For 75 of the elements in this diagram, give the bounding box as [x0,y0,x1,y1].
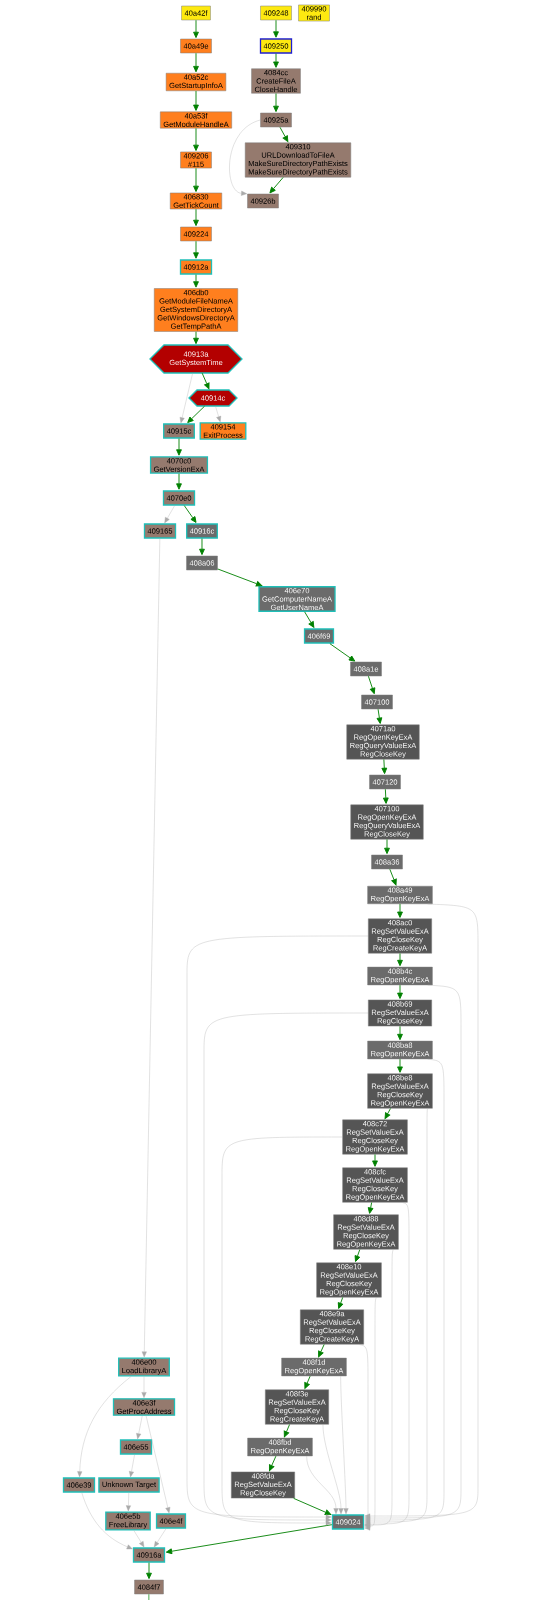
arrow [304,1375,311,1389]
arrow [217,568,263,587]
arrow [354,1249,361,1262]
arrow [269,177,284,194]
arrow [193,127,199,151]
arrow [364,1249,394,1528]
arrow [154,1528,167,1548]
arrow [376,708,383,724]
arrow [193,331,199,345]
arrow [340,1376,349,1515]
arrow [389,868,397,886]
arrow [77,1376,132,1478]
arrow [193,52,199,73]
arrow [329,643,356,662]
arrow [304,611,315,628]
connector-line [148,1593,150,1600]
arrow [382,788,389,804]
arrow [367,675,376,695]
arrow [165,1524,333,1555]
arrow [141,1376,147,1398]
arrow [397,903,403,918]
arrow [364,1297,377,1529]
arrow [193,167,199,192]
arrow [273,53,279,68]
arrow [183,505,197,523]
arrow [176,473,182,490]
arrow [164,505,175,524]
arrow [186,935,369,1520]
arrow [397,953,403,967]
arrow [215,406,222,423]
arrow [318,1344,325,1358]
arrow [397,1025,403,1041]
arrow [146,1562,152,1580]
arrow [364,903,479,1519]
arrow [193,19,199,39]
arrow [145,1415,171,1514]
arrow [367,1202,374,1214]
arrow [358,1344,371,1531]
arrow [229,119,261,196]
arrow [199,538,205,556]
arrow [279,126,289,142]
arrow [384,1108,391,1119]
arrow [337,1297,344,1309]
arrow [201,372,210,390]
arrow [293,1497,332,1516]
arrow [193,208,199,227]
arrow [397,984,403,999]
arrow [322,1424,344,1515]
arrow [372,1154,378,1167]
arrow [125,1492,131,1512]
arrow [193,240,199,259]
arrow [193,274,199,288]
arrow [364,1202,410,1527]
arrow [129,1454,135,1478]
arrow [141,538,161,1358]
arrow [364,985,462,1521]
arrow [283,1424,290,1438]
arrow [381,759,388,775]
arrow [81,1492,133,1550]
arrow [306,1456,339,1515]
arrow [176,438,182,456]
arrow [269,1455,277,1472]
arrow [364,1059,445,1523]
arrow [384,839,390,855]
arrow [203,1012,369,1523]
arrow [193,90,199,111]
arrow [136,1415,143,1440]
arrow [179,373,193,424]
arrow [133,1530,145,1548]
arrow [397,1058,403,1073]
arrow [187,405,205,423]
arrow [273,93,279,113]
arrow [221,1136,343,1526]
arrow [273,19,279,38]
arrow [364,1108,428,1525]
